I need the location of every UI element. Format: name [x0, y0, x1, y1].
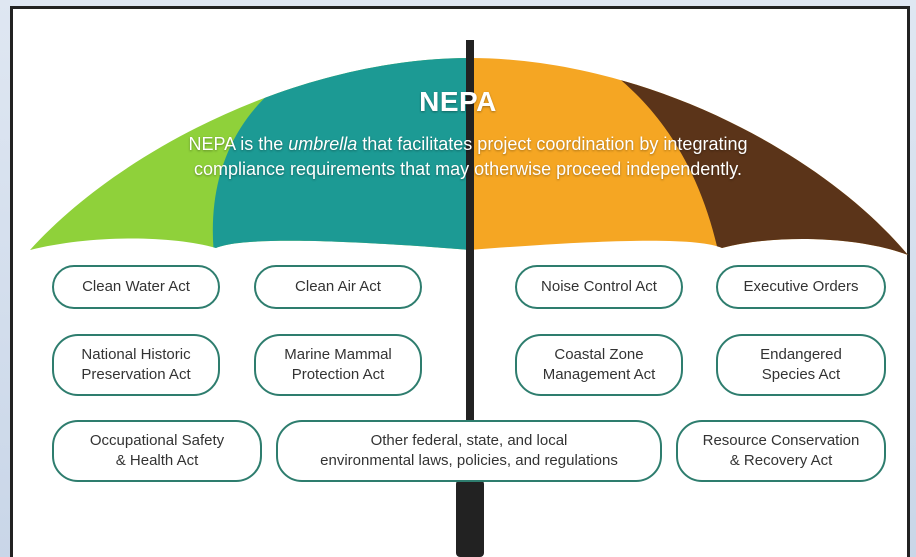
canopy-panel-teal: [212, 58, 470, 255]
law-resource-conservation-recovery-act: Resource Conservation& Recovery Act: [676, 420, 886, 482]
law-clean-air-act: Clean Air Act: [254, 265, 422, 309]
umbrella-shaft: [466, 40, 474, 520]
law-clean-water-act: Clean Water Act: [52, 265, 220, 309]
umbrella-handle: [456, 480, 484, 557]
nepa-title: NEPA: [419, 86, 497, 117]
nepa-description: NEPA is the umbrella that facilitates pr…: [188, 134, 748, 179]
law-executive-orders: Executive Orders: [716, 265, 886, 309]
law-noise-control-act: Noise Control Act: [515, 265, 683, 309]
law-occupational-safety-health-act: Occupational Safety& Health Act: [52, 420, 262, 482]
